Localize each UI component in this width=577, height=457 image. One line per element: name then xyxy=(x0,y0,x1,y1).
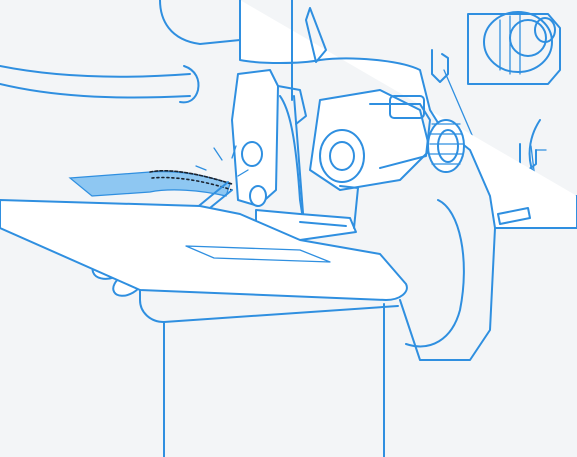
thread-tube xyxy=(0,66,198,102)
machine-side-panel xyxy=(400,228,495,360)
machine-side-curve xyxy=(406,200,464,346)
machine-hood-edge xyxy=(160,0,240,44)
fabric-strip xyxy=(70,171,232,196)
thread-spool-icon xyxy=(468,12,560,84)
tension-dial-icon xyxy=(310,90,430,190)
machine-bed xyxy=(0,200,407,300)
tension-wheel xyxy=(428,120,464,172)
